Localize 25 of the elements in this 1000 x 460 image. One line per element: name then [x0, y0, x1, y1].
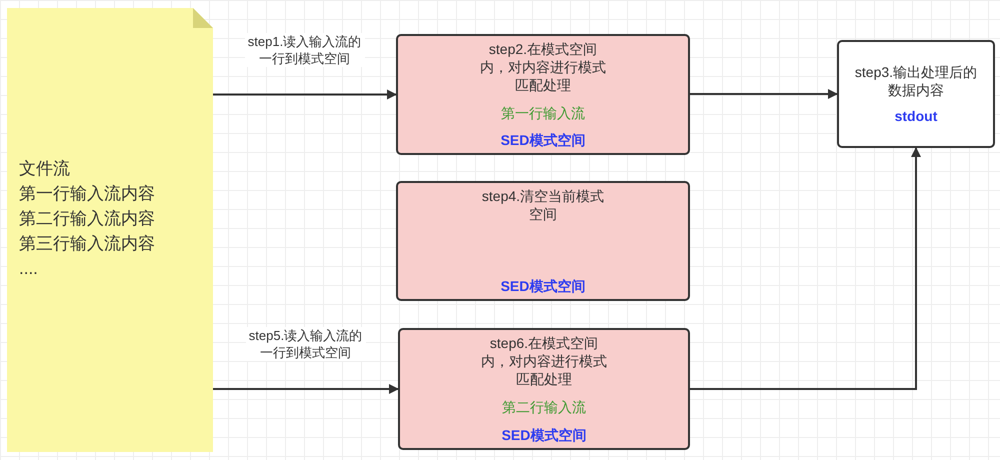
note-text: .... — [19, 258, 39, 280]
box-text: stdout — [894, 107, 938, 125]
edge-label: step1.读入输入流的一行到模式空间 — [244, 32, 364, 66]
note-text: 第二行输入流内容 — [19, 208, 155, 230]
box-text: SED模式空间 — [500, 277, 586, 295]
box-text: 第二行输入流 — [502, 398, 586, 416]
box-text: step6.在模式空间内，对内容进行模式匹配处理 — [480, 334, 608, 388]
box-text: 第一行输入流 — [501, 104, 585, 122]
arrow — [690, 147, 921, 390]
process-box — [837, 40, 995, 148]
process-box — [396, 181, 690, 301]
arrow — [213, 90, 397, 100]
box-text: step4.清空当前模式空间 — [480, 187, 606, 223]
arrow — [213, 384, 399, 394]
edge-label: step5.读入输入流的一行到模式空间 — [246, 327, 366, 361]
box-text: SED模式空间 — [500, 131, 586, 149]
note-text: 第三行输入流内容 — [19, 233, 155, 255]
arrow — [690, 89, 838, 99]
note-text: 文件流 — [19, 158, 71, 180]
process-box — [398, 328, 690, 450]
box-text: SED模式空间 — [502, 426, 586, 444]
note-text: 第一行输入流内容 — [19, 183, 155, 205]
box-text: step3.输出处理后的数据内容 — [854, 63, 978, 99]
process-box — [396, 34, 690, 155]
box-text: step2.在模式空间内，对内容进行模式匹配处理 — [479, 40, 607, 94]
